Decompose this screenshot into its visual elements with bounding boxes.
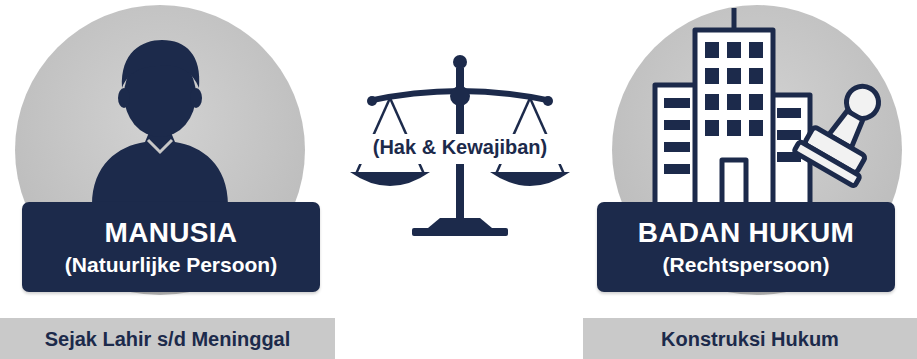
building-icon xyxy=(655,8,810,205)
person-collar xyxy=(148,140,172,152)
scales-pivot xyxy=(450,86,470,106)
band-heading: MANUSIA xyxy=(105,217,238,249)
caption-plate: Sejak Lahir s/d Meninggal xyxy=(0,318,335,359)
caption-text: Konstruksi Hukum xyxy=(661,327,839,351)
building-antenna xyxy=(732,8,737,30)
scales-pan xyxy=(350,172,430,186)
stamp-base xyxy=(794,141,861,186)
scale-caption: (Hak & Kewajiban) xyxy=(343,134,577,164)
building-door xyxy=(722,160,746,205)
building-tower xyxy=(695,30,773,205)
band-subheading: (Rechtspersoon) xyxy=(663,252,830,278)
caption-text: Sejak Lahir s/d Meninggal xyxy=(45,327,291,351)
band-heading: BADAN HUKUM xyxy=(638,217,854,249)
person-hair xyxy=(122,40,199,88)
scales-finial xyxy=(453,55,467,69)
person-shoulders xyxy=(92,130,228,205)
person-ear xyxy=(190,88,202,108)
title-band: MANUSIA (Natuurlijke Persoon) xyxy=(22,202,320,292)
scales-pan xyxy=(490,172,570,186)
person-ear xyxy=(118,88,130,108)
scales-foot xyxy=(428,218,492,228)
building-windows xyxy=(664,42,801,174)
caption-plate: Konstruksi Hukum xyxy=(583,318,917,359)
band-subheading: (Natuurlijke Persoon) xyxy=(65,252,277,278)
stamp-icon xyxy=(794,71,901,187)
scales-base xyxy=(412,228,508,236)
title-band: BADAN HUKUM (Rechtspersoon) xyxy=(597,202,895,292)
person-icon xyxy=(92,40,228,205)
